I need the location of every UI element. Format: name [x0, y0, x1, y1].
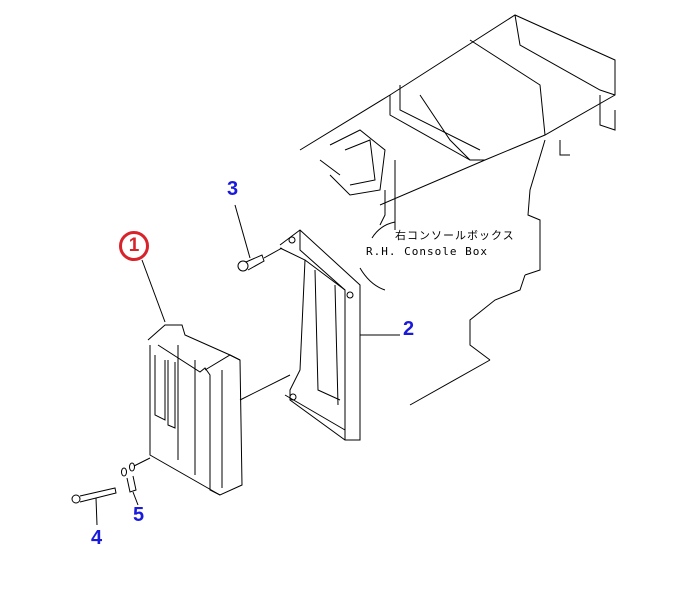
callout-part-3[interactable]: 3	[227, 178, 239, 200]
callout-part-5[interactable]: 5	[133, 504, 145, 526]
callout-part-1[interactable]: 1	[119, 231, 149, 261]
bolt-part-4	[71, 487, 117, 526]
washer-part-5	[121, 457, 151, 506]
controller-part-1	[141, 259, 291, 496]
console-box-frame	[299, 14, 616, 406]
callout-part-2[interactable]: 2	[403, 318, 415, 340]
bolt-part-3	[234, 204, 283, 272]
note-japanese: 右コンソールボックス	[395, 229, 515, 242]
note-english: R.H. Console Box	[366, 245, 488, 258]
callout-part-4[interactable]: 4	[91, 527, 103, 549]
bracket-part-2	[279, 229, 400, 441]
